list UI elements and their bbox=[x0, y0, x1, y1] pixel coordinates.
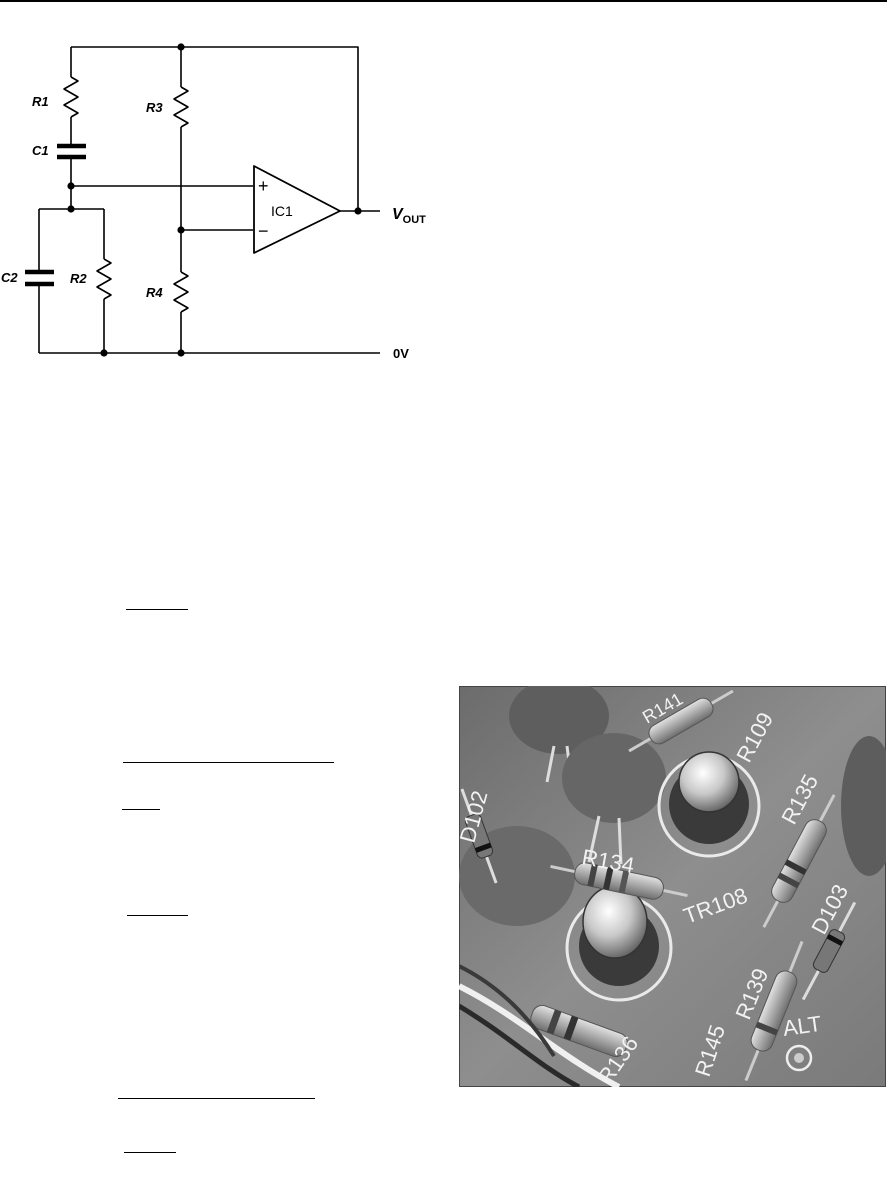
diode-d103 bbox=[801, 901, 857, 1001]
fraction-bar-1 bbox=[126, 609, 188, 610]
resistor-r2 bbox=[96, 258, 112, 300]
wire-top-rail bbox=[71, 46, 359, 211]
wien-bridge-oscillator-schematic: R1 C1 C2 R2 R3 R4 IC1 + − VOUT 0V bbox=[1, 43, 426, 361]
page-top-rule bbox=[0, 0, 887, 2]
resistor-r135 bbox=[762, 794, 836, 928]
circuit-board-photo: R109 R135 R134 D102 TR108 D103 R139 ALT … bbox=[459, 686, 886, 1087]
fraction-bar-4 bbox=[127, 915, 188, 916]
resistor-r1 bbox=[63, 76, 79, 118]
junction-r4-bottom bbox=[177, 349, 185, 357]
label-ic1: IC1 bbox=[271, 203, 293, 219]
fraction-bar-5 bbox=[118, 1098, 315, 1099]
label-plus-input: + bbox=[258, 176, 269, 196]
resistor-r3 bbox=[173, 86, 189, 128]
junction-c1-plus bbox=[67, 182, 75, 190]
label-c1: C1 bbox=[32, 143, 49, 158]
silkscreen-alt: ALT bbox=[781, 1011, 823, 1041]
resistor-r141 bbox=[628, 689, 734, 753]
hookup-wire-dark bbox=[459, 1003, 581, 1087]
label-vout: VOUT bbox=[392, 206, 426, 226]
resistor-r139 bbox=[744, 940, 804, 1082]
junction-top-r3 bbox=[177, 43, 185, 51]
label-minus-input: − bbox=[258, 221, 269, 241]
transistor-can-tr109 bbox=[678, 751, 740, 813]
fraction-bar-6 bbox=[124, 1152, 176, 1153]
ceramic-capacitor-center bbox=[562, 733, 666, 823]
fraction-bar-2 bbox=[123, 762, 334, 763]
diode-d102 bbox=[460, 788, 498, 884]
label-r1: R1 bbox=[32, 94, 49, 109]
alt-test-point bbox=[785, 1044, 813, 1072]
ceramic-capacitor-right bbox=[841, 736, 886, 876]
label-zero-volt: 0V bbox=[393, 346, 409, 361]
transistor-can-tr108 bbox=[582, 885, 648, 959]
junction-r2-bottom bbox=[100, 349, 108, 357]
junction-minus-node bbox=[177, 226, 185, 234]
label-r2: R2 bbox=[70, 271, 87, 286]
label-r3: R3 bbox=[146, 100, 163, 115]
resistor-r136 bbox=[530, 1004, 628, 1058]
resistor-r4 bbox=[173, 271, 189, 313]
ceramic-capacitor-top-left bbox=[509, 686, 609, 754]
junction-c2r2-top bbox=[67, 205, 75, 213]
fraction-bar-3 bbox=[122, 809, 160, 810]
op-amp-ic1-triangle bbox=[253, 165, 341, 254]
junction-output bbox=[354, 207, 362, 215]
label-r4: R4 bbox=[146, 285, 163, 300]
resistor-r134 bbox=[550, 862, 688, 900]
label-c2: C2 bbox=[1, 270, 18, 285]
label-vout-sub: OUT bbox=[403, 214, 427, 226]
label-vout-v: V bbox=[392, 206, 404, 223]
